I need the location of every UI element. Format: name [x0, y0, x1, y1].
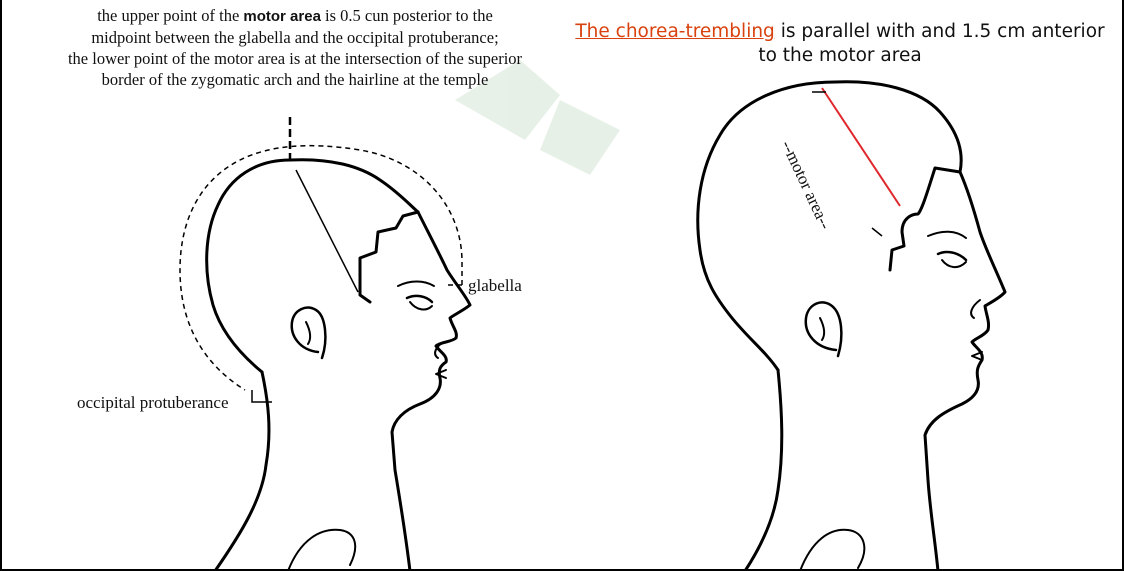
caption-left-line3: the lower point of the motor area is at …: [10, 48, 580, 69]
caption-right-line1-text: is parallel with and 1.5 cm anterior: [775, 21, 1105, 42]
caption-right-line1: The chorea-trembling is parallel with an…: [560, 20, 1120, 44]
glabella-label: glabella: [468, 276, 522, 296]
chorea-trembling-link[interactable]: The chorea-trembling: [575, 21, 774, 42]
caption-left-line1-post: is 0.5 cun posterior to the: [321, 6, 493, 25]
caption-left-line1: the upper point of the motor area is 0.5…: [10, 5, 580, 27]
caption-left-line1-pre: the upper point of the: [97, 6, 243, 25]
motor-area-line: [296, 170, 358, 292]
caption-right-line2: to the motor area: [560, 44, 1120, 68]
caption-left: the upper point of the motor area is 0.5…: [10, 5, 580, 90]
occipital-protuberance-label: occipital protuberance: [77, 393, 229, 413]
left-head: [207, 160, 470, 571]
caption-left-line4: border of the zygomatic arch and the hai…: [10, 69, 580, 90]
caption-right: The chorea-trembling is parallel with an…: [560, 20, 1120, 68]
caption-left-line2: midpoint between the glabella and the oc…: [10, 27, 580, 48]
frame-left-border: [0, 0, 2, 571]
measurement-arc: [180, 146, 462, 390]
right-head: [698, 82, 1005, 571]
motor-area-end-right: [872, 228, 882, 236]
chorea-trembling-line: [822, 88, 900, 206]
motor-area-bold: motor area: [243, 8, 321, 25]
occipital-pointer: [252, 390, 272, 402]
